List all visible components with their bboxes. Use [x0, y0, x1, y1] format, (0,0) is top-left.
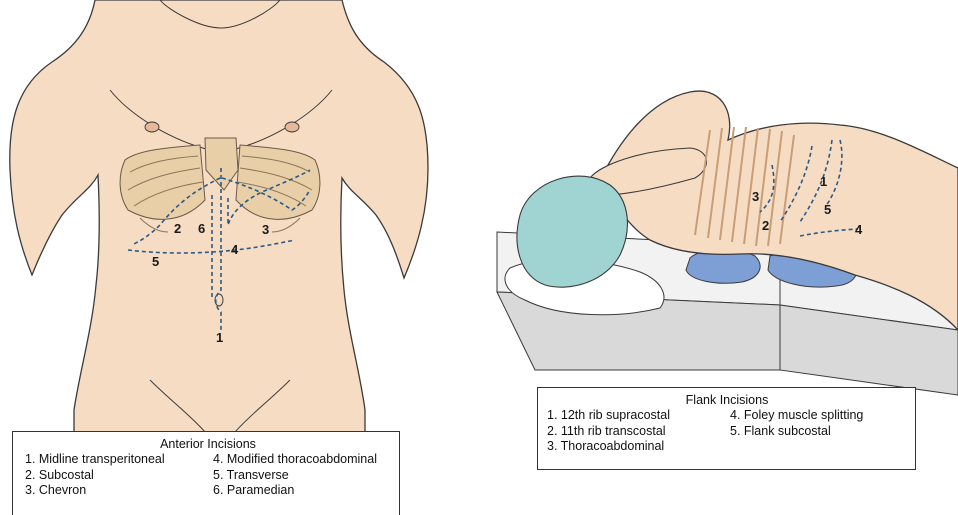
flank-label-1: 1: [820, 174, 827, 189]
flank-label-3: 3: [752, 189, 759, 204]
anterior-label-1: 1: [216, 330, 223, 345]
flank-label-5: 5: [824, 202, 831, 217]
flank-legend-item: [730, 439, 907, 455]
anterior-legend-item: 2. Subcostal: [25, 468, 203, 484]
flank-legend-title: Flank Incisions: [547, 392, 907, 408]
anterior-label-3: 3: [262, 222, 269, 237]
anterior-legend-item: 1. Midline transperitoneal: [25, 452, 203, 468]
torso-outline: [10, 0, 428, 432]
anterior-legend-title: Anterior Incisions: [25, 436, 391, 452]
flank-legend-item: 2. 11th rib transcostal: [547, 424, 724, 440]
anterior-legend-item: 4. Modified thoracoabdominal: [213, 452, 391, 468]
anterior-legend-item: 5. Transverse: [213, 468, 391, 484]
anterior-incisions-legend: Anterior Incisions 1. Midline transperit…: [12, 431, 400, 515]
flank-legend-item: 5. Flank subcostal: [730, 424, 907, 440]
flank-legend-item: 3. Thoracoabdominal: [547, 439, 724, 455]
anterior-label-4: 4: [231, 242, 239, 257]
anterior-label-2: 2: [174, 221, 181, 236]
anterior-legend-item: 3. Chevron: [25, 483, 203, 499]
flank-incisions-legend: Flank Incisions 1. 12th rib supracostal …: [537, 387, 916, 470]
anterior-label-6: 6: [198, 221, 205, 236]
flank-figure: 1 2 3 4 5: [497, 91, 958, 395]
flank-legend-item: 4. Foley muscle splitting: [730, 408, 907, 424]
anterior-label-5: 5: [152, 254, 159, 269]
anterior-torso-figure: 1 2 3 4 5 6: [10, 0, 428, 432]
flank-label-4: 4: [855, 222, 863, 237]
flank-label-2: 2: [762, 218, 769, 233]
nipple-right: [285, 122, 299, 132]
anterior-legend-item: 6. Paramedian: [213, 483, 391, 499]
nipple-left: [145, 122, 159, 132]
flank-legend-item: 1. 12th rib supracostal: [547, 408, 724, 424]
